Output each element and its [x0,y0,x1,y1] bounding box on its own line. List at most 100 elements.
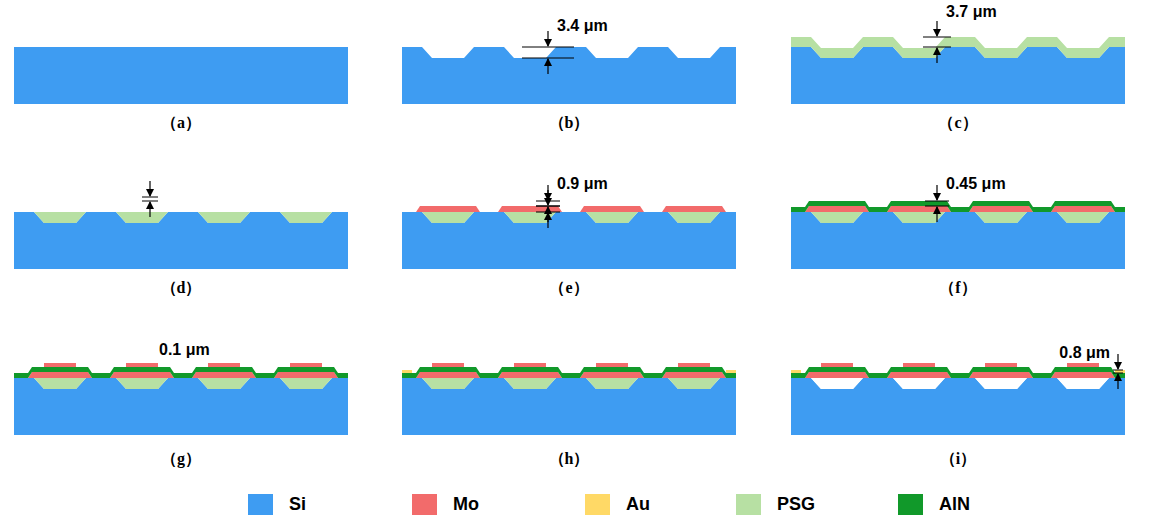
bottom-mo-electrode [969,372,1033,378]
panel-label: （b） [549,113,590,134]
process-step-panel [791,37,1125,104]
dimension-label: 0.9 μm [557,175,608,193]
top-mo-electrode [44,363,76,367]
released-cavity [1057,378,1109,389]
si-substrate [791,378,1125,435]
aln-piezo-layer [402,367,736,378]
psg-sacrificial-fill [504,378,556,389]
dimension-label: 0.1 μm [159,341,210,359]
legend-swatch [412,494,437,515]
bottom-mo-electrode [887,372,951,378]
bottom-mo-electrode [887,206,951,212]
top-mo-electrode [290,363,322,367]
bottom-mo-electrode [580,206,644,212]
dimension-arrowhead [544,206,552,214]
process-step-panel [14,47,348,104]
legend-text: Si [289,494,306,515]
bottom-mo-electrode [805,372,869,378]
dimension-arrowhead [933,193,941,201]
top-mo-electrode [678,363,710,367]
legend-text: Mo [453,494,479,515]
aln-piezo-layer [791,367,1125,378]
top-mo-electrode [985,363,1017,367]
bottom-mo-electrode [580,372,644,378]
legend-text: PSG [777,494,815,515]
au-pad [726,370,736,373]
psg-sacrificial-fill [198,212,250,223]
dimension-arrowhead [146,189,154,197]
bottom-mo-electrode [274,372,338,378]
process-step-panel [402,206,736,269]
bottom-mo-electrode [662,372,726,378]
process-step-panel [791,201,1125,269]
process-step-panel [402,363,736,435]
bottom-mo-electrode [192,372,256,378]
aln-piezo-layer [14,367,348,378]
psg-sacrificial-fill [116,378,168,389]
panel-label: （d） [161,278,202,299]
bottom-mo-electrode [805,206,869,212]
process-step-panel [402,47,736,104]
legend-swatch [898,494,923,515]
psg-sacrificial-fill [586,212,638,223]
dimension-arrowhead [1114,362,1122,370]
dimension-arrowhead [933,206,941,214]
bottom-mo-electrode [1051,206,1115,212]
psg-sacrificial-fill [811,212,863,223]
top-mo-electrode [903,363,935,367]
top-mo-electrode [514,363,546,367]
panel-label: （c） [938,113,977,134]
panel-label: （g） [161,449,201,470]
au-pad [402,370,412,373]
top-mo-electrode [1067,363,1099,367]
top-mo-electrode [821,363,853,367]
si-substrate [402,378,736,435]
aln-piezo-layer [791,201,1125,212]
psg-sacrificial-fill [975,212,1027,223]
bottom-mo-electrode [662,206,726,212]
dimension-arrowhead [544,39,552,47]
psg-layer [791,37,1125,58]
si-substrate [14,378,348,435]
legend-swatch [585,494,610,515]
panel-label: （e） [549,278,588,299]
psg-sacrificial-fill [668,212,720,223]
top-mo-electrode [432,363,464,367]
bottom-mo-electrode [28,372,92,378]
dimension-arrowhead [544,58,552,66]
psg-sacrificial-fill [34,212,86,223]
bottom-mo-electrode [110,372,174,378]
process-step-panel [791,363,1125,435]
si-substrate [402,47,736,104]
bottom-mo-electrode [498,372,562,378]
psg-sacrificial-fill [116,212,168,223]
released-cavity [893,378,945,389]
dimension-arrowhead [544,193,552,201]
dimension-label: 3.7 μm [946,3,997,21]
legend-swatch [736,494,761,515]
panel-label: （h） [549,449,590,470]
psg-sacrificial-fill [280,212,332,223]
released-cavity [811,378,863,389]
dimension-label: 3.4 μm [557,17,608,35]
psg-sacrificial-fill [668,378,720,389]
bottom-mo-electrode [416,206,480,212]
released-cavity [975,378,1027,389]
psg-sacrificial-fill [422,378,474,389]
psg-sacrificial-fill [422,212,474,223]
process-step-panel [14,363,348,435]
panel-label: （a） [161,113,201,134]
legend-swatch [248,494,273,515]
legend-text: AlN [939,494,970,515]
si-substrate [14,47,348,104]
psg-sacrificial-fill [1057,212,1109,223]
bottom-mo-electrode [416,372,480,378]
dimension-arrowhead [146,201,154,209]
bottom-mo-electrode [498,206,562,212]
si-substrate [14,212,348,269]
psg-sacrificial-fill [586,378,638,389]
psg-sacrificial-fill [280,378,332,389]
dimension-label: 0.45 μm [946,175,1006,193]
panel-label: （f） [939,278,976,299]
